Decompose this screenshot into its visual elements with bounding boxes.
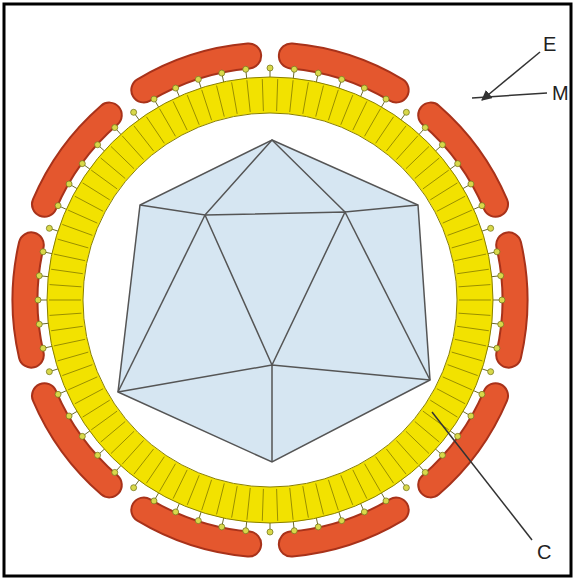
leader-line: [482, 52, 540, 100]
membrane-proteins: [35, 65, 505, 535]
callout-letter: C: [537, 542, 551, 562]
bilayer-stripes: [49, 79, 491, 521]
leader-line: [472, 93, 547, 98]
outer-edge: [47, 77, 493, 523]
capsid: [118, 140, 430, 462]
callout-letter: E: [543, 34, 556, 54]
frame: [4, 4, 571, 576]
envelope-proteins: [25, 56, 515, 544]
lipid-bilayer: [65, 95, 475, 505]
callout-letter: M: [552, 83, 569, 103]
inner-edge: [83, 113, 457, 487]
leader-line: [432, 412, 532, 540]
